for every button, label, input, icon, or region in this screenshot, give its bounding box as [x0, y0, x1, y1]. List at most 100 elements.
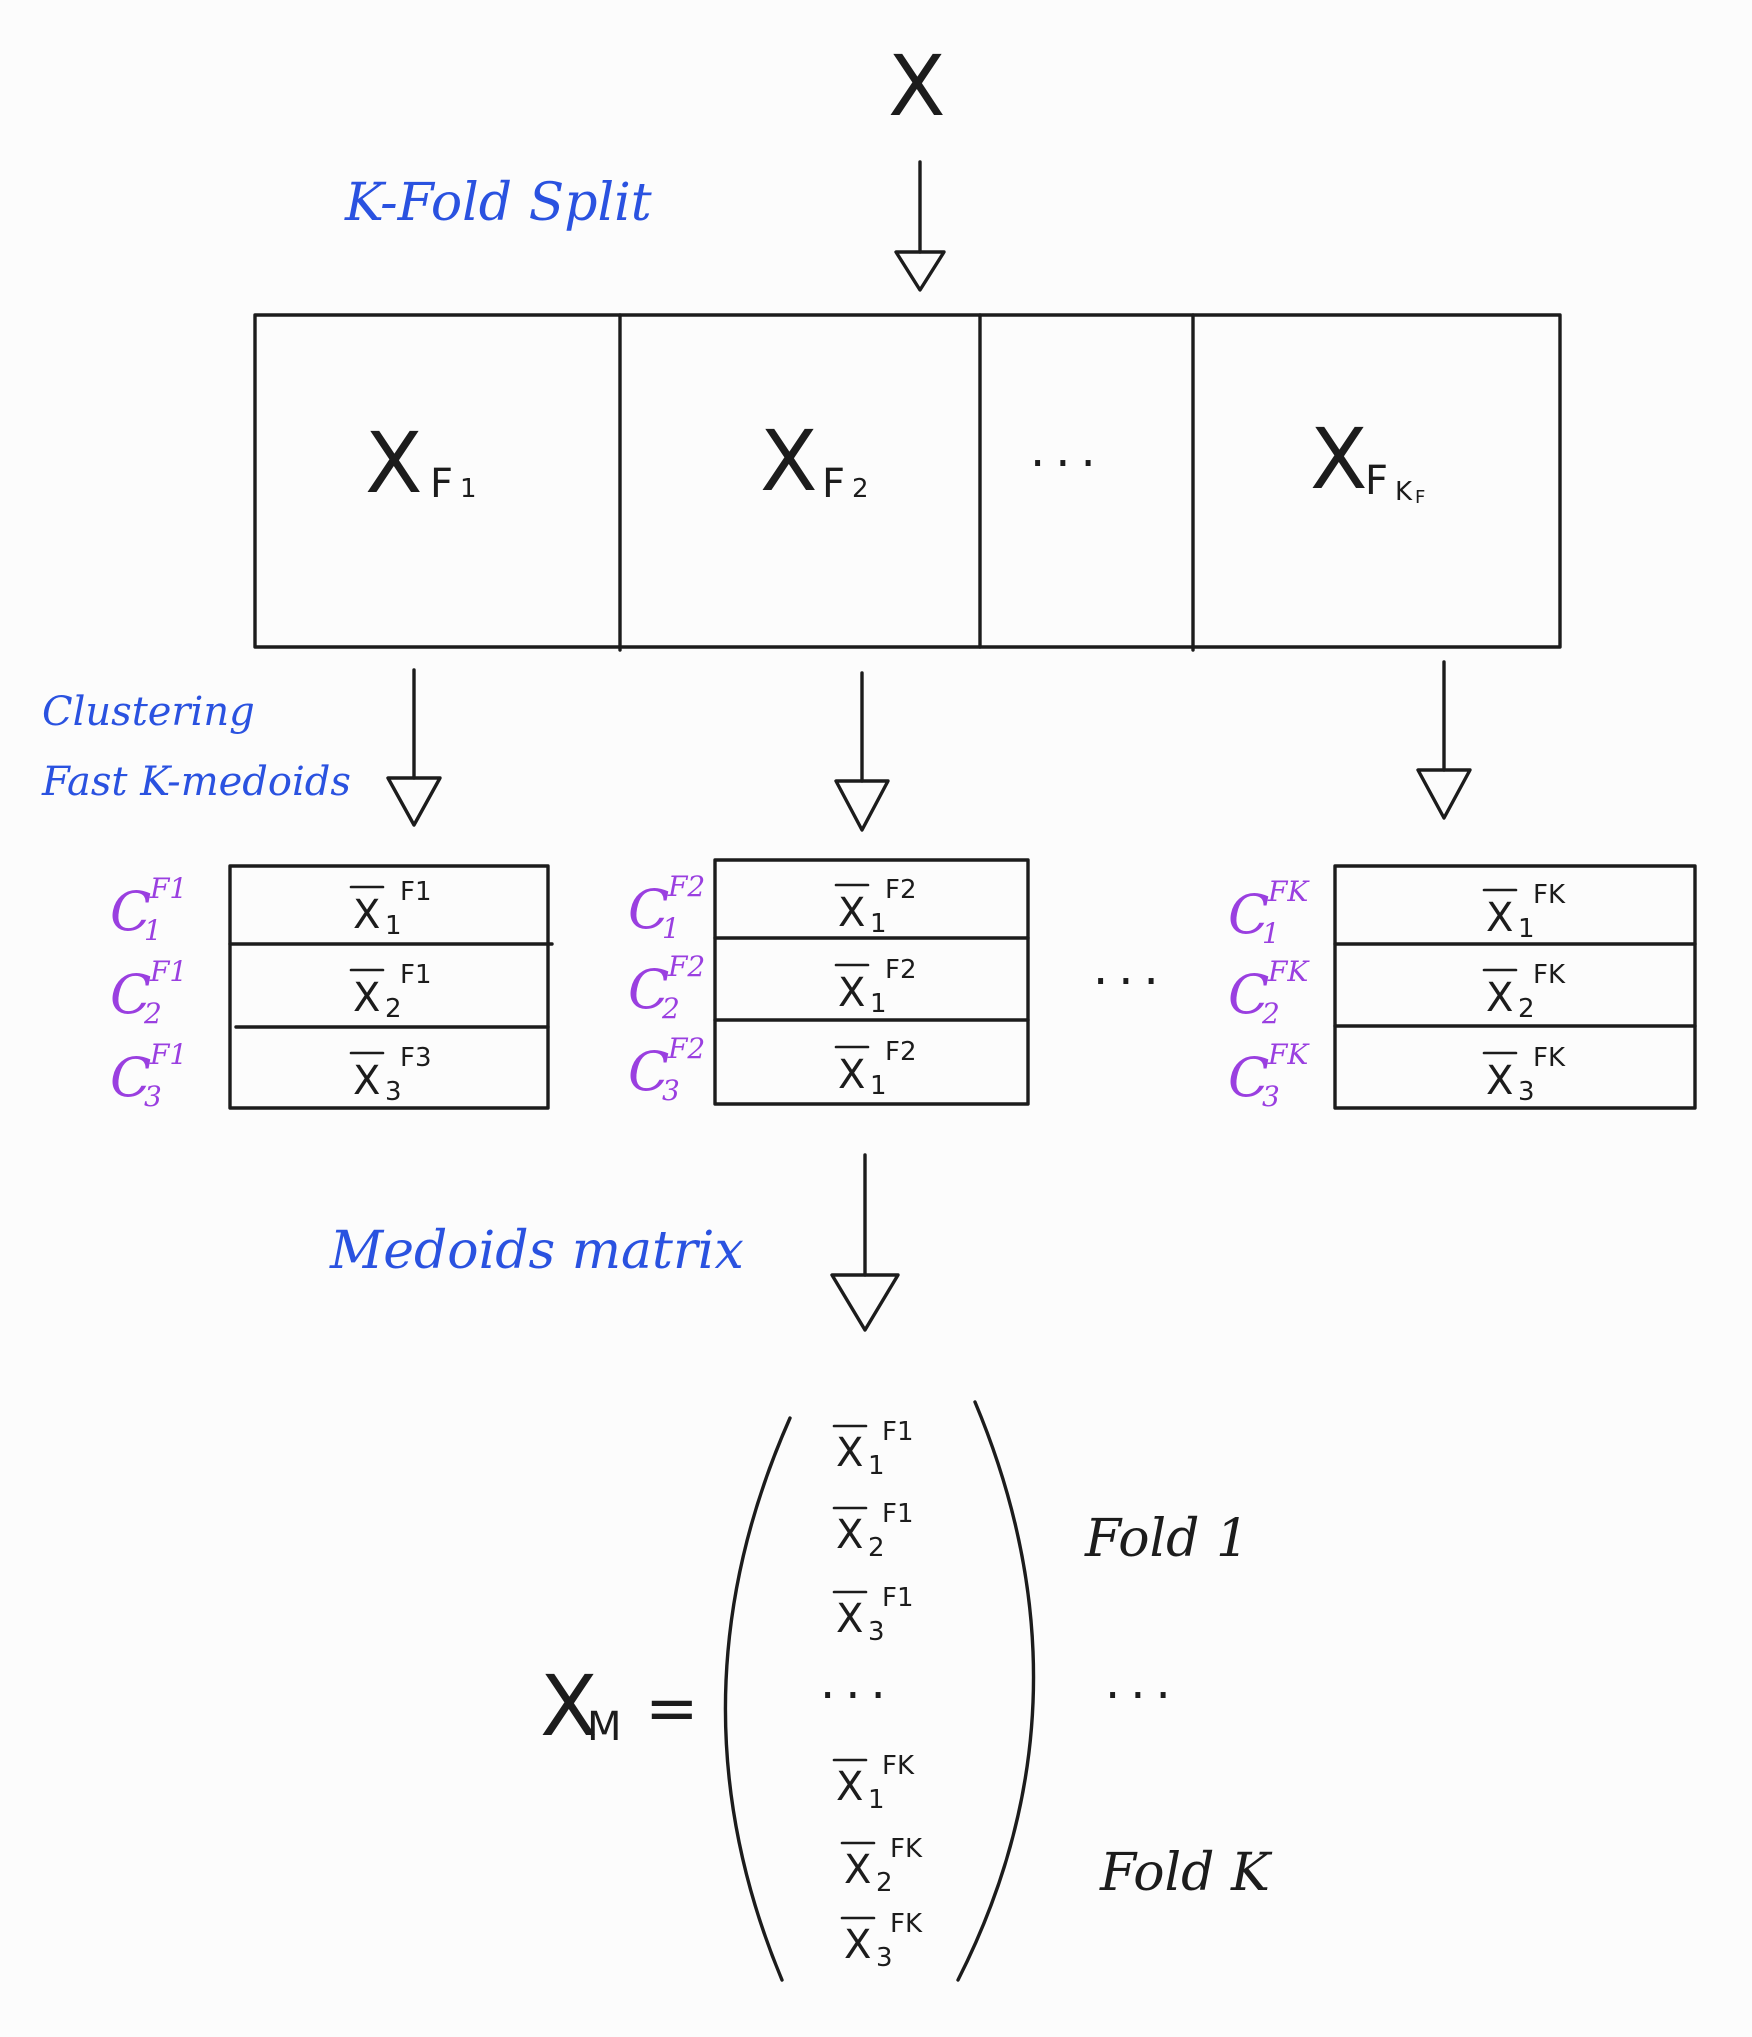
medoid-sub: 1: [1518, 914, 1535, 944]
matrix-entry-sub: 3: [868, 1617, 885, 1647]
matrix-entry-sup: F1: [882, 1417, 914, 1447]
medoid-sub: 2: [385, 994, 402, 1024]
medoid-sup: F1: [400, 960, 432, 990]
medoid-sub: 1: [870, 1071, 887, 1101]
cluster-label-sup: F1: [149, 955, 187, 988]
medoid-sup: F1: [400, 877, 432, 907]
matrix-entry-x: X: [844, 1847, 871, 1893]
fold-label-last: Fold K: [1099, 1843, 1273, 1903]
fold-k-sub: F: [1365, 458, 1388, 504]
medoid-sub: 2: [1518, 994, 1535, 1024]
fold-cell-2: X F 2: [760, 412, 869, 510]
kfold-label: K-Fold Split: [344, 173, 652, 233]
medoid-x: X: [838, 1052, 865, 1098]
fold-label-first: Fold 1: [1084, 1509, 1249, 1569]
cluster-label-sub: 1: [144, 914, 162, 947]
arrow-fold2-to-table: [834, 671, 890, 832]
cluster-label-sup: F2: [667, 870, 705, 903]
fold-cell-k: X F K F: [1310, 410, 1425, 508]
arrow-foldk-to-table: [1416, 660, 1472, 820]
medoid-sup: F3: [400, 1043, 432, 1073]
matrix-right-paren: [956, 1400, 1036, 1982]
matrix-entry-sup: F1: [882, 1583, 914, 1613]
matrix-entry-sub: 2: [876, 1868, 893, 1898]
fold-1-sub: F: [430, 461, 453, 507]
medoid-x: X: [353, 975, 380, 1021]
medoid-x: X: [353, 1058, 380, 1104]
cluster-label-c: C: [628, 878, 669, 941]
matrix-entry-x: X: [836, 1430, 863, 1476]
medoid-sub: 3: [1518, 1077, 1535, 1107]
fold-cell-1: X F 1: [365, 414, 477, 512]
cluster-label-c: C: [628, 1040, 669, 1103]
cluster-label-sup: F1: [149, 872, 187, 905]
cluster-table-1: [228, 864, 554, 1110]
cluster-label-c: C: [1228, 1046, 1269, 1109]
fold-dots: ···: [1030, 436, 1106, 492]
matrix-entry-sub: 3: [876, 1943, 893, 1973]
arrow-input-to-folds: [894, 160, 946, 292]
cluster-label-sub: 2: [143, 997, 162, 1030]
matrix-entry-sup: FK: [890, 1834, 923, 1864]
matrix-entry-dots: ···: [820, 1668, 896, 1724]
cluster-label-c: C: [1228, 963, 1269, 1026]
medoid-sub: 1: [870, 909, 887, 939]
cluster-label-c: C: [110, 1046, 151, 1109]
fold-label-dots: ···: [1105, 1668, 1181, 1724]
cluster-label-c: C: [1228, 883, 1269, 946]
medoid-x: X: [1486, 895, 1513, 941]
matrix-lhs-main: X: [540, 1657, 598, 1755]
medoid-sup: FK: [1533, 960, 1566, 990]
medoid-sup: F2: [885, 955, 917, 985]
cluster-label-sup: FK: [1267, 875, 1310, 908]
cluster-label-c: C: [110, 963, 151, 1026]
folds-box: [253, 313, 1562, 652]
fold-2-sub: F: [822, 461, 845, 507]
input-symbol: X: [888, 37, 946, 135]
medoid-sup: FK: [1533, 880, 1566, 910]
cluster-label-sub: 1: [1262, 917, 1280, 950]
medoid-sub: 1: [385, 911, 402, 941]
fold-k-subsub: K: [1395, 477, 1413, 507]
cluster-label-c: C: [628, 958, 669, 1021]
cluster-label-sup: FK: [1267, 1038, 1310, 1071]
matrix-entry-x: X: [836, 1512, 863, 1558]
cluster-label-sub: 1: [662, 912, 680, 945]
matrix-lhs-sub: M: [587, 1704, 622, 1750]
medoid-x: X: [1486, 1058, 1513, 1104]
cluster-label-sup: F2: [667, 1032, 705, 1065]
arrow-fold1-to-table: [386, 668, 442, 827]
matrix-entry-x: X: [836, 1764, 863, 1810]
matrix-entry-sup: FK: [890, 1909, 923, 1939]
cluster-label-sub: 2: [661, 992, 680, 1025]
matrix-entry-sup: F1: [882, 1499, 914, 1529]
fold-2-subsub: 2: [852, 474, 869, 504]
fold-k-main: X: [1310, 410, 1368, 508]
cluster-table-2: [713, 858, 1030, 1106]
tables-dots: ···: [1093, 954, 1169, 1010]
clustering-label-line1: Clustering: [42, 689, 255, 735]
cluster-label-sup: F2: [667, 950, 705, 983]
cluster-label-sub: 3: [1262, 1080, 1280, 1113]
fold-k-subsubsub: F: [1415, 487, 1425, 508]
fold-1-main: X: [365, 414, 423, 512]
cluster-label-c: C: [110, 880, 151, 943]
clustering-label-line2: Fast K-medoids: [41, 759, 351, 805]
cluster-table-k: [1333, 864, 1697, 1110]
matrix-left-paren: [723, 1416, 792, 1982]
matrix-equals: =: [645, 1672, 699, 1746]
cluster-label-sup: FK: [1267, 955, 1310, 988]
medoid-x: X: [1486, 975, 1513, 1021]
matrix-entry-x: X: [844, 1922, 871, 1968]
fold-1-subsub: 1: [460, 474, 477, 504]
fold-2-main: X: [760, 412, 818, 510]
medoid-sup: FK: [1533, 1043, 1566, 1073]
matrix-entry-sub: 1: [868, 1785, 885, 1815]
medoid-sup: F2: [885, 875, 917, 905]
cluster-label-sub: 3: [662, 1074, 680, 1107]
medoid-sub: 1: [870, 989, 887, 1019]
